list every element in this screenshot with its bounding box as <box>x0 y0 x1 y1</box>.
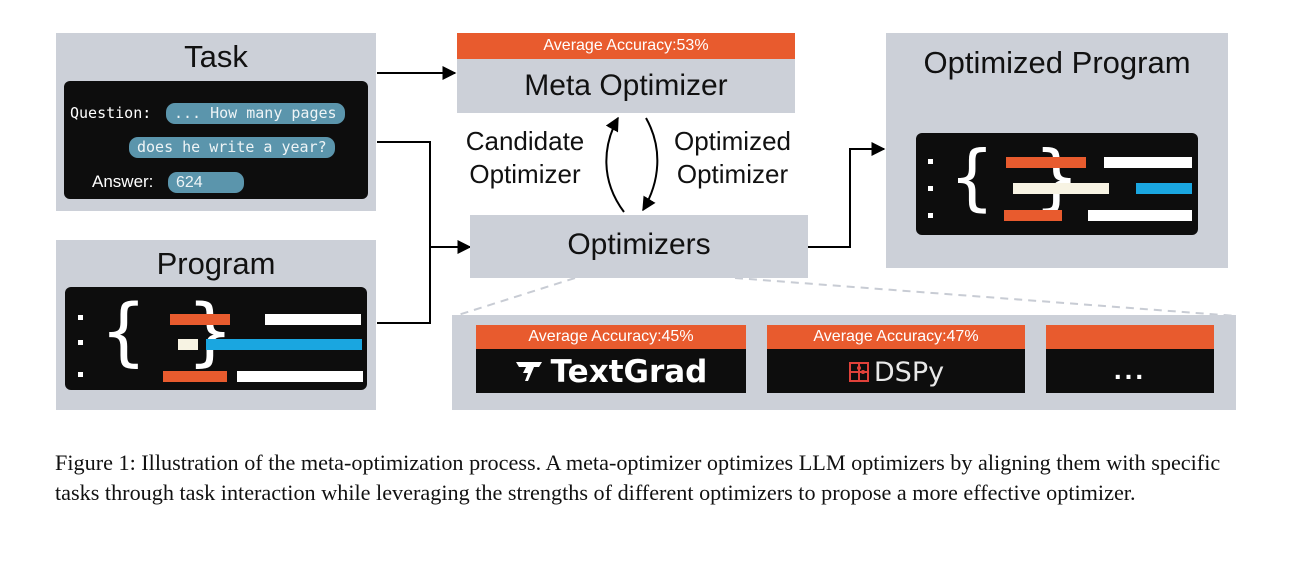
textgrad-card: Average Accuracy:45% TextGrad <box>476 325 746 393</box>
dspy-card: Average Accuracy:47% DSPy <box>767 325 1025 393</box>
optimizer-cards-panel: Average Accuracy:45% TextGrad Average Ac… <box>452 315 1236 410</box>
candidate-optimizer-label: Candidate Optimizer <box>455 125 595 191</box>
arrow-program-to-optimizers <box>377 247 431 324</box>
optimized-code-panel: { } <box>916 133 1198 235</box>
code-line <box>265 314 361 325</box>
candidate-line-1: Candidate <box>465 126 585 156</box>
more-optimizers-card: ... <box>1046 325 1214 393</box>
code-line <box>1006 157 1086 168</box>
code-bullet <box>928 213 933 218</box>
answer-value: 624 <box>168 172 244 193</box>
optimized-line-1: Optimized <box>673 126 792 156</box>
textgrad-logo-icon <box>515 362 542 381</box>
textgrad-accuracy-bar: Average Accuracy:45% <box>476 325 746 349</box>
code-line <box>1004 210 1062 221</box>
code-line <box>178 339 198 350</box>
arrow-optimized-optimizer <box>642 117 659 212</box>
code-line <box>1088 210 1192 221</box>
arrow-optimizers-to-output <box>808 142 886 248</box>
code-line <box>1136 183 1192 194</box>
zoom-line-left <box>454 277 576 317</box>
task-title: Task <box>184 39 248 74</box>
candidate-line-2: Optimizer <box>469 159 581 189</box>
program-title: Program <box>156 246 276 281</box>
answer-label: Answer: <box>92 172 154 191</box>
arrow-task-to-optimizers <box>377 141 472 254</box>
code-line <box>206 339 362 350</box>
meta-accuracy-bar: Average Accuracy:53% <box>457 33 795 59</box>
task-qa-panel: Question: ... How many pages does he wri… <box>64 81 368 199</box>
dspy-logo: DSPy <box>767 351 1025 393</box>
more-ellipsis: ... <box>1113 354 1147 385</box>
meta-optimizer-title: Meta Optimizer <box>524 69 728 102</box>
code-braces-icon: { } <box>949 135 1088 219</box>
optimized-program-box: Optimized Program { } <box>886 33 1228 268</box>
program-code-panel: { } <box>65 287 367 390</box>
code-bullet <box>928 186 933 191</box>
dspy-puzzle-icon <box>848 362 869 382</box>
dspy-accuracy-bar: Average Accuracy:47% <box>767 325 1025 349</box>
dspy-name: DSPy <box>873 356 945 388</box>
textgrad-logo: TextGrad <box>476 351 746 393</box>
code-line <box>163 371 227 382</box>
code-bullet <box>78 340 83 345</box>
code-bullet <box>78 315 83 320</box>
code-braces-icon: { } <box>100 289 242 375</box>
code-line <box>1013 183 1109 194</box>
question-line-1: ... How many pages <box>166 103 345 124</box>
more-accuracy-bar <box>1046 325 1214 349</box>
textgrad-name: TextGrad <box>550 354 708 390</box>
question-line-2: does he write a year? <box>129 137 335 158</box>
optimizers-box: Optimizers <box>470 215 808 278</box>
program-box: Program { } <box>56 240 376 410</box>
code-bullet <box>78 372 83 377</box>
figure-caption: Figure 1: Illustration of the meta-optim… <box>55 450 1221 505</box>
zoom-line-right <box>734 277 1237 317</box>
code-line <box>170 314 230 325</box>
optimized-program-title: Optimized Program <box>923 45 1191 80</box>
meta-optimizer-box: Average Accuracy:53% Meta Optimizer <box>457 33 795 113</box>
code-bullet <box>928 159 933 164</box>
code-line <box>1104 157 1192 168</box>
optimized-optimizer-label: Optimized Optimizer <box>660 125 805 191</box>
question-label: Question: <box>70 104 152 122</box>
task-box: Task Question: ... How many pages does h… <box>56 33 376 211</box>
code-line <box>237 371 363 382</box>
optimizers-title: Optimizers <box>567 228 711 261</box>
arrow-candidate-optimizer <box>605 116 625 213</box>
optimized-line-2: Optimizer <box>676 159 789 189</box>
